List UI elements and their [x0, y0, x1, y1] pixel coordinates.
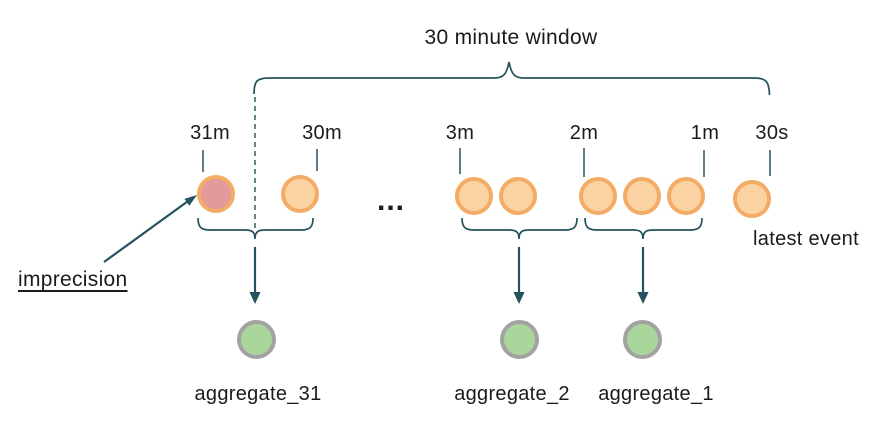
event-circle-31m-imprecise — [197, 175, 235, 213]
aggregation-arrows — [249, 247, 649, 304]
event-circle-30s-latest — [733, 180, 771, 218]
imprecision-arrow-head — [184, 195, 197, 206]
arrow-head-aggregate-2 — [513, 292, 525, 304]
aggregate-1-label: aggregate_1 — [598, 383, 714, 405]
ellipsis: ... — [377, 184, 406, 217]
event-circle-3m-b — [499, 177, 537, 215]
imprecision-arrow-shaft — [103, 200, 189, 263]
time-label-30m: 30m — [302, 122, 342, 144]
time-label-3m: 3m — [445, 122, 475, 144]
event-circle-2m-a — [579, 177, 617, 215]
event-circle-3m-a — [455, 177, 493, 215]
arrow-head-aggregate-31 — [249, 292, 261, 304]
time-label-1m: 1m — [690, 122, 720, 144]
aggregate-31-label: aggregate_31 — [194, 383, 322, 405]
group-braces — [197, 217, 703, 240]
time-label-2m: 2m — [569, 122, 599, 144]
latest-event-label: latest event — [753, 228, 859, 250]
aggregate-circle-31 — [237, 320, 276, 359]
event-circle-1m — [667, 177, 705, 215]
window-title: 30 minute window — [424, 26, 598, 49]
aggregate-circle-1 — [623, 320, 662, 359]
time-label-31m: 31m — [190, 122, 230, 144]
group-brace-1 — [584, 217, 703, 240]
event-circle-30m — [281, 175, 319, 213]
group-brace-2 — [461, 217, 578, 240]
window-brace — [253, 61, 771, 96]
aggregate-circle-2 — [500, 320, 539, 359]
event-circle-2m-b — [623, 177, 661, 215]
aggregate-2-label: aggregate_2 — [454, 383, 570, 405]
time-tick-lines — [202, 148, 771, 177]
imprecision-label: imprecision — [18, 268, 128, 291]
imprecision-arrow — [103, 195, 197, 263]
group-brace-31 — [197, 217, 314, 240]
arrow-head-aggregate-1 — [637, 292, 649, 304]
time-label-30s: 30s — [755, 122, 789, 144]
